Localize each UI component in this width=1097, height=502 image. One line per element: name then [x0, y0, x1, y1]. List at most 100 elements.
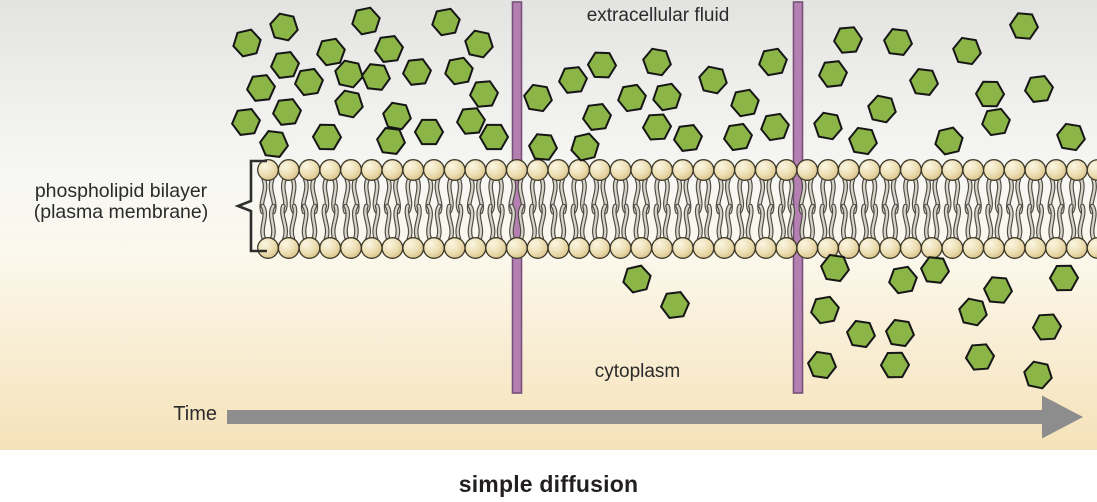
lipid-head: [692, 159, 715, 181]
lipid-tail-inner: [800, 204, 806, 240]
lipid-head: [879, 159, 902, 181]
solute-hexagon-extracellular: [813, 111, 843, 141]
solute-hexagon-extracellular: [334, 59, 364, 89]
time-arrow-head: [1042, 395, 1083, 439]
lipid-tail-inner: [726, 204, 731, 240]
solute-hexagon-extracellular: [527, 133, 559, 161]
lipid-head: [257, 159, 279, 181]
lipid-tail-inner: [634, 204, 640, 240]
lipid-tail-inner: [302, 204, 308, 240]
lipid-tail-inner: [654, 204, 661, 240]
lipid-tail-inner: [622, 204, 629, 240]
lipid-head: [837, 159, 860, 181]
diagram-title: simple diffusion: [458, 471, 639, 497]
lipid-tail-inner: [530, 204, 536, 240]
lipid-head: [257, 237, 279, 259]
lipid-tail-inner: [593, 204, 598, 240]
lipid-tail-inner: [435, 204, 441, 240]
solute-hexagon-cytoplasm: [1031, 313, 1063, 341]
lipid-head: [402, 159, 425, 181]
phospholipid-bilayer-label-line1: phospholipid bilayer: [34, 180, 208, 202]
lipid-tail-inner: [903, 204, 910, 240]
lipid-tail-inner: [497, 204, 504, 240]
lipid-head: [485, 159, 508, 181]
lipid-tail-inner: [871, 204, 877, 240]
solute-hexagon-cytoplasm: [810, 295, 840, 325]
solute-hexagon-extracellular: [882, 28, 914, 56]
lipid-tail-inner: [290, 204, 297, 240]
lipid-tail-inner: [580, 204, 587, 240]
lipid-head: [796, 159, 819, 181]
lipid-head: [630, 237, 653, 259]
lipid-head: [817, 159, 839, 181]
solute-hexagon-extracellular: [641, 113, 673, 141]
lipid-head: [1024, 159, 1047, 181]
lipid-head: [713, 159, 736, 181]
lipid-head: [464, 159, 487, 181]
lipid-head: [630, 159, 653, 181]
solute-hexagon-extracellular: [375, 127, 407, 155]
lipid-tail-inner: [385, 204, 391, 240]
lipid-tail-inner: [954, 204, 960, 240]
solute-hexagon-extracellular: [468, 80, 500, 108]
lipid-head: [609, 237, 632, 259]
solute-hexagon-cytoplasm: [1023, 360, 1053, 390]
solute-hexagon-extracellular: [848, 126, 878, 156]
solute-hexagon-extracellular: [642, 47, 672, 77]
solute-hexagon-extracellular: [269, 12, 299, 42]
lipid-head: [402, 237, 425, 259]
solute-hexagon-extracellular: [373, 35, 405, 63]
lipid-tail-inner: [415, 204, 421, 240]
solute-hexagon-extracellular: [523, 83, 553, 113]
lipid-tail-inner: [456, 204, 463, 240]
lipid-head: [941, 159, 964, 181]
lipid-tail-inner: [394, 204, 399, 240]
solute-hexagon-extracellular: [672, 124, 704, 152]
solute-hexagon-extracellular: [652, 82, 682, 112]
lipid-tail-inner: [1069, 204, 1076, 240]
solute-hexagon-extracellular: [908, 68, 940, 96]
lipid-head: [1065, 159, 1088, 181]
lipid-head: [899, 237, 922, 259]
solute-hexagon-cytoplasm: [884, 318, 916, 348]
lipid-head: [982, 237, 1005, 259]
solute-hexagon-cytoplasm: [1048, 264, 1080, 292]
lipid-head: [692, 237, 715, 259]
lipid-head: [858, 159, 881, 181]
solute-hexagon-extracellular: [722, 122, 754, 152]
solute-hexagon-cytoplasm: [845, 319, 877, 349]
lipid-head: [962, 159, 985, 181]
lipid-tail-inner: [676, 204, 681, 240]
solute-hexagon-cytoplasm: [964, 343, 996, 371]
lipid-tail-inner: [270, 204, 275, 240]
solute-molecules: [230, 6, 1086, 390]
solute-hexagon-extracellular: [431, 7, 461, 37]
lipid-tail-inner: [842, 204, 847, 240]
lipid-tail-inner: [966, 204, 972, 240]
lipid-tail-inner: [518, 204, 524, 240]
phospholipid-bilayer: [257, 159, 1097, 259]
lipid-tail-inner: [261, 204, 266, 240]
solute-hexagon-extracellular: [698, 65, 728, 95]
lipid-tail-inner: [551, 204, 557, 240]
solute-hexagon-extracellular: [413, 118, 445, 146]
solute-hexagon-extracellular: [293, 67, 325, 97]
solute-hexagon-extracellular: [360, 63, 392, 91]
lipid-head: [340, 237, 362, 259]
lipid-tail-inner: [705, 204, 711, 240]
time-arrow: [227, 395, 1083, 439]
lipid-head: [526, 159, 549, 181]
lipid-head: [837, 237, 860, 259]
lipid-head: [464, 237, 487, 259]
solute-hexagon-extracellular: [258, 130, 290, 158]
lipid-head: [651, 159, 674, 181]
solute-hexagon-extracellular: [334, 89, 364, 119]
solute-hexagon-cytoplasm: [982, 276, 1014, 304]
lipid-head: [505, 237, 528, 259]
lipid-tail-inner: [862, 204, 868, 240]
solute-hexagon-cytoplasm: [919, 256, 951, 284]
lipid-head: [1003, 237, 1026, 259]
lipid-head: [319, 237, 342, 259]
